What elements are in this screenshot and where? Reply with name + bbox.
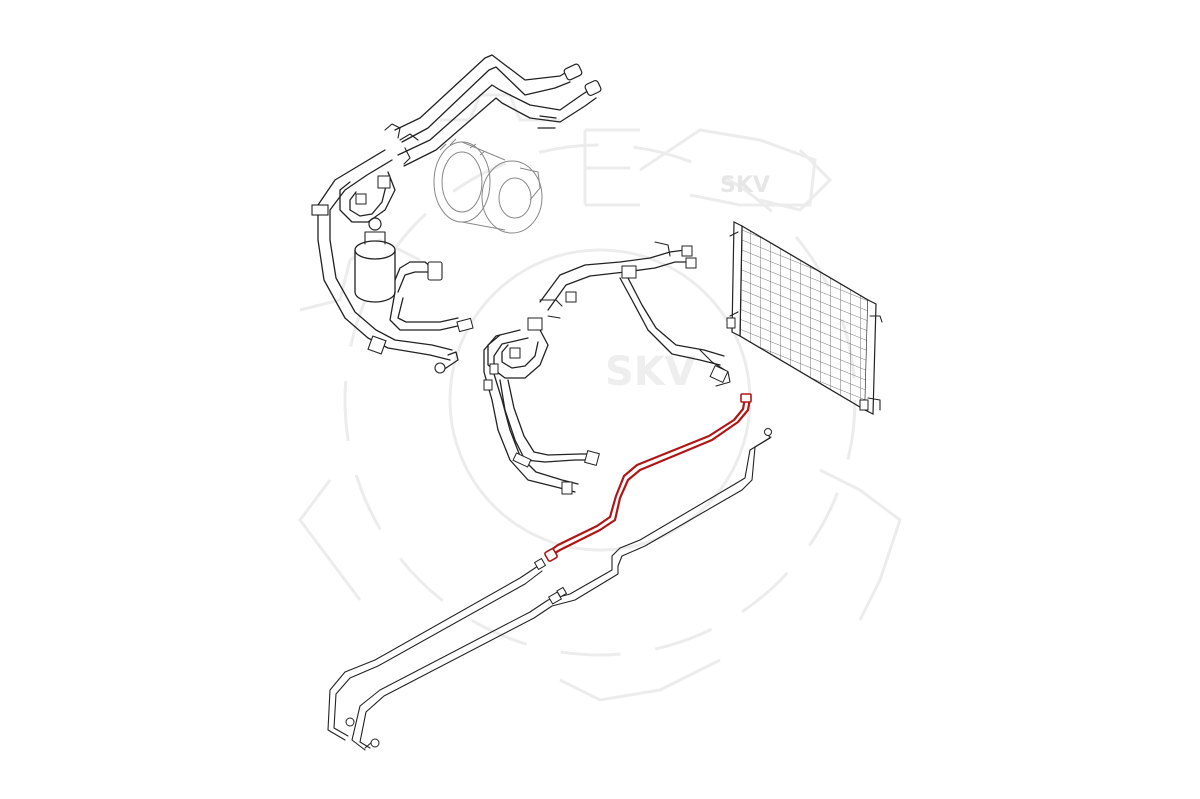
condenser <box>726 221 883 415</box>
compressor <box>433 138 543 234</box>
hose-assembly-upper <box>311 54 602 374</box>
watermark-text-center: SKV <box>605 349 696 395</box>
watermark-label-center: SKV <box>605 349 696 395</box>
watermark-label-top: SKV <box>720 173 770 198</box>
receiver-drier <box>354 217 396 303</box>
lower-liquid-line <box>351 428 772 751</box>
suction-line-lower <box>327 557 547 741</box>
hose-assembly-middle <box>483 241 731 495</box>
watermark-text-top: SKV <box>720 173 770 198</box>
highlighted-ac-pipe[interactable] <box>544 393 752 562</box>
